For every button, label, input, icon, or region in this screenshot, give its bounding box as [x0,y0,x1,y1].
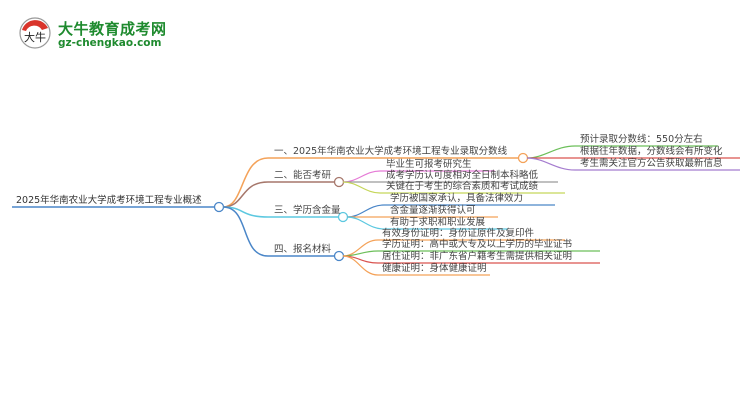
leaf-residence-proof[interactable]: 居住证明：非广东省户籍考生需提供相关证明 [382,251,573,262]
leaf-health-proof[interactable]: 健康证明：身体健康证明 [382,263,487,274]
leaf-can-apply-grad[interactable]: 毕业生可报考研究生 [386,159,472,170]
leaf-state-recognized[interactable]: 学历被国家承认，具备法律效力 [390,193,524,204]
logo-mark-icon: 大牛 [19,17,51,49]
svg-text:大牛: 大牛 [24,30,46,44]
leaf-education-proof[interactable]: 学历证明：高中或大专及以上学历的毕业证书 [382,239,573,250]
leaf-id-proof[interactable]: 有效身份证明：身份证原件及复印件 [382,228,535,239]
logo-url: gz-chengkao.com [58,37,162,49]
branch-application-materials[interactable]: 四、报名材料 [274,244,332,255]
leaf-key-quality[interactable]: 关键在于考生的综合素质和考试成绩 [386,181,539,192]
leaf-official-notice[interactable]: 考生需关注官方公告获取最新信息 [580,158,723,169]
leaf-career-help[interactable]: 有助于求职和职业发展 [390,217,486,228]
leaf-expected-score[interactable]: 预计录取分数线：550分左右 [580,134,703,145]
branch-graduate-exam[interactable]: 二、能否考研 [274,170,332,181]
mindmap-root-node[interactable]: 2025年华南农业大学成考环境工程专业概述 [16,195,202,206]
site-logo[interactable]: 大牛 大牛教育成考网 gz-chengkao.com [18,16,188,52]
leaf-score-varies[interactable]: 根据往年数据，分数线会有所变化 [580,146,723,157]
logo-title: 大牛教育成考网 [58,20,167,38]
leaf-recognition-lower[interactable]: 成考学历认可度相对全日制本科略低 [386,170,539,181]
branch-degree-value[interactable]: 三、学历含金量 [274,205,341,216]
branch-admission-score[interactable]: 一、2025年华南农业大学成考环境工程专业录取分数线 [274,146,508,157]
leaf-value-recognized[interactable]: 含金量逐渐获得认可 [390,205,476,216]
